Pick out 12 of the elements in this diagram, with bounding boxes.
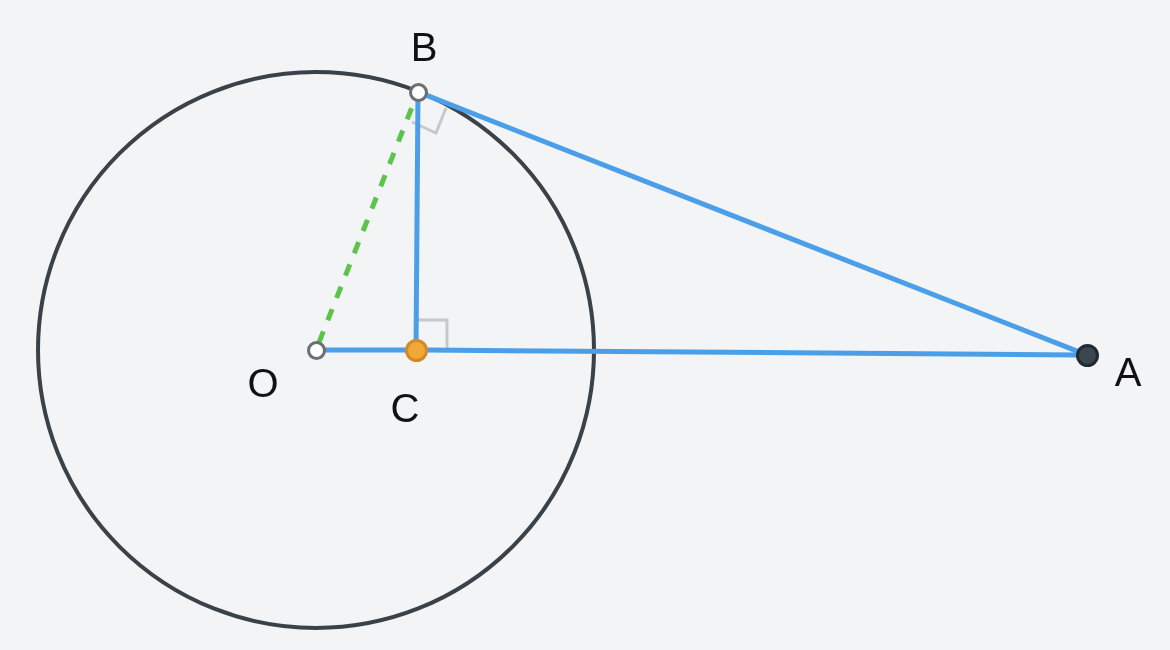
point-label: C <box>390 388 420 428</box>
point-label: A <box>1114 352 1142 392</box>
line-segment <box>324 347 406 353</box>
line-segment <box>426 347 1078 358</box>
line-segment <box>413 100 421 340</box>
point-marker <box>408 82 428 102</box>
point-marker <box>1075 343 1099 367</box>
point-marker <box>306 340 326 360</box>
point-label: B <box>410 27 438 67</box>
line-segment <box>424 92 1079 354</box>
point-marker <box>404 338 428 362</box>
point-label: O <box>247 363 279 403</box>
